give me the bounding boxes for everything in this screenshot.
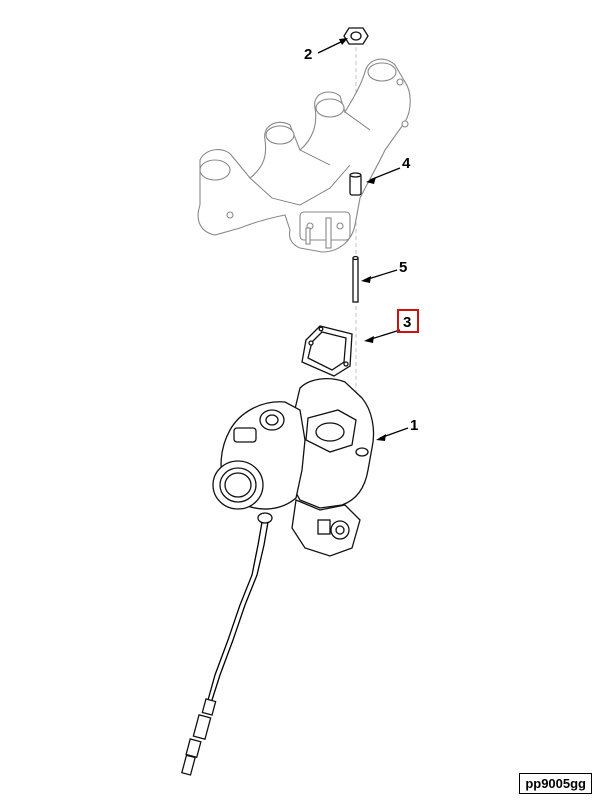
nut-part bbox=[343, 27, 369, 45]
callout-2: 2 bbox=[304, 38, 348, 63]
callout-3-highlight-box bbox=[397, 309, 419, 333]
callout-3-label: 3 bbox=[403, 314, 411, 331]
turbocharger-part bbox=[212, 377, 375, 557]
callout-1-label: 1 bbox=[410, 417, 418, 434]
callout-4: 4 bbox=[366, 155, 411, 184]
callout-1: 1 bbox=[376, 417, 418, 441]
spacer-part bbox=[349, 172, 362, 196]
callout-2-label: 2 bbox=[304, 46, 312, 63]
stud-part bbox=[352, 255, 359, 303]
sensor-cable bbox=[181, 521, 269, 776]
callout-4-label: 4 bbox=[402, 155, 411, 172]
callout-5-label: 5 bbox=[399, 259, 407, 276]
callout-3: 3 bbox=[364, 309, 419, 343]
exhaust-manifold bbox=[197, 58, 411, 253]
gasket-part bbox=[301, 325, 353, 377]
callout-5: 5 bbox=[361, 259, 407, 283]
figure-reference-code: pp9005gg bbox=[519, 773, 592, 794]
